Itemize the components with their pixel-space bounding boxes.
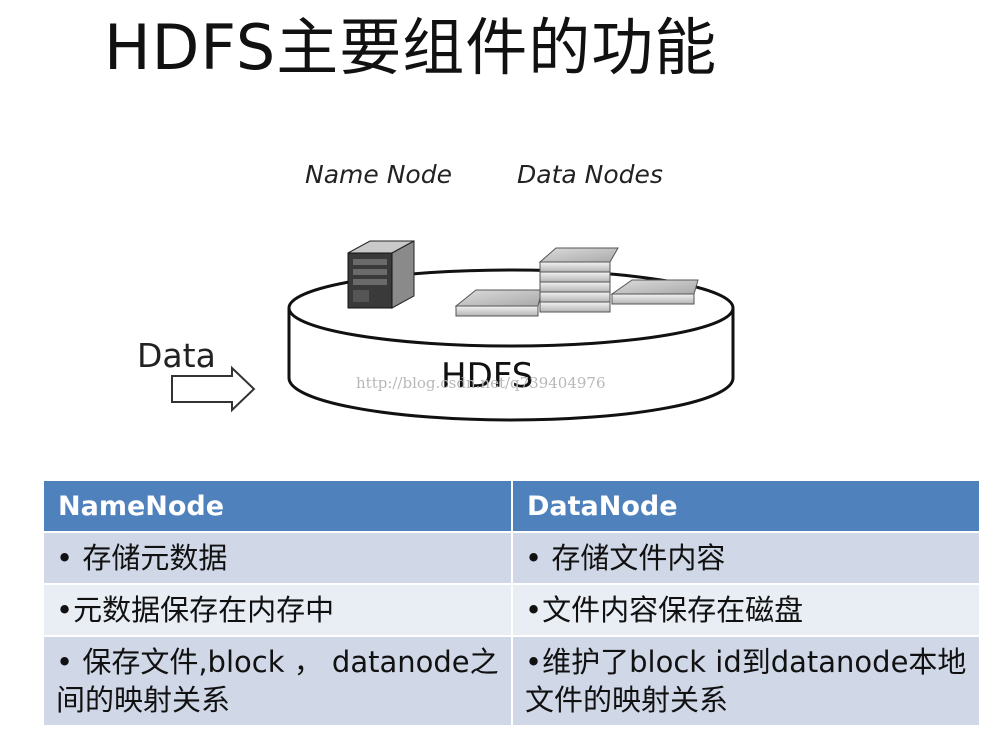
- table-cell: • 存储元数据: [44, 531, 513, 584]
- table-cell: • 存储文件内容: [512, 531, 981, 584]
- table-row: • 存储元数据 • 存储文件内容: [44, 531, 981, 584]
- hdfs-label: HDFS: [441, 356, 534, 396]
- table-row: • 保存文件,block ， datanode之间的映射关系 •维护了block…: [44, 635, 981, 725]
- comparison-table: NameNode DataNode • 存储元数据 • 存储文件内容 •元数据保…: [44, 481, 981, 725]
- rack-server-icon: [610, 279, 699, 305]
- hdfs-architecture-diagram: [171, 240, 735, 422]
- page-title: HDFS主要组件的功能: [104, 11, 718, 84]
- table-cell: • 保存文件,block ， datanode之间的映射关系: [44, 635, 513, 725]
- table-cell: •文件内容保存在磁盘: [512, 583, 981, 636]
- table-cell: •维护了block id到datanode本地文件的映射关系: [512, 635, 981, 725]
- data-input-label: Data: [137, 336, 216, 375]
- watermark: http://blog.csdn.net/q739404976: [356, 374, 606, 392]
- table-cell: •元数据保存在内存中: [44, 583, 513, 636]
- name-node-label: Name Node: [305, 160, 452, 189]
- table-header-row: NameNode DataNode: [44, 481, 981, 532]
- data-nodes-label: Data Nodes: [517, 160, 663, 189]
- arrow-right-icon: [171, 365, 256, 413]
- header-namenode: NameNode: [44, 481, 513, 532]
- tower-server-icon: [347, 240, 415, 309]
- rack-server-icon: [538, 247, 619, 313]
- header-datanode: DataNode: [512, 481, 981, 532]
- table-row: •元数据保存在内存中 •文件内容保存在磁盘: [44, 583, 981, 636]
